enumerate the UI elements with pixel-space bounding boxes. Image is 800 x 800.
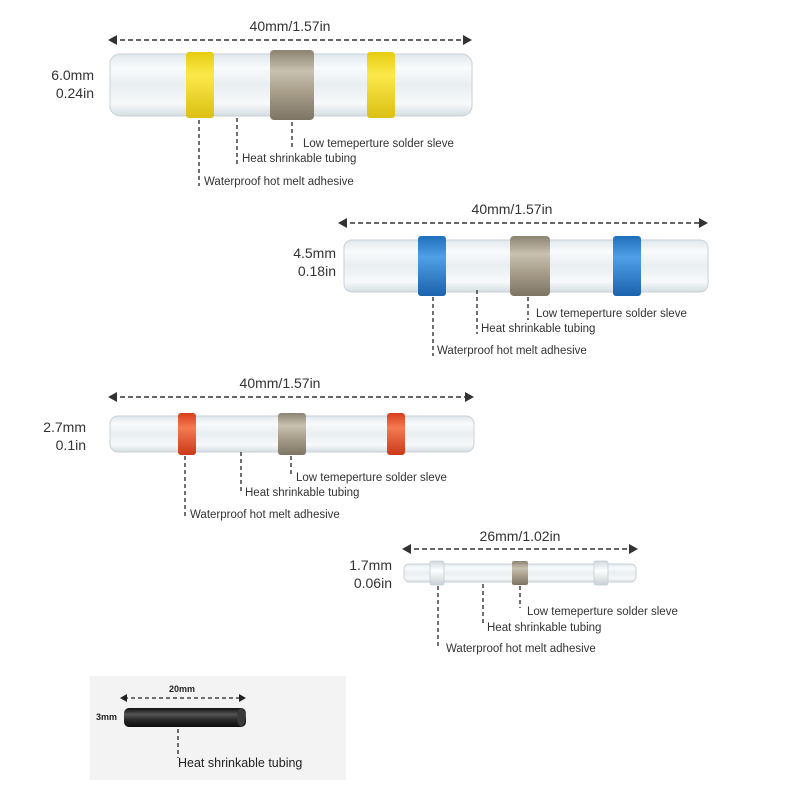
diameter-in-label: 0.18in xyxy=(298,263,336,279)
inset-background xyxy=(90,676,346,780)
adhesive-label: Waterproof hot melt adhesive xyxy=(190,509,340,521)
connector-4-5mm: 40mm/1.57in 4.5mm 0.18in Low temeperture… xyxy=(293,201,709,357)
adhesive-label: Waterproof hot melt adhesive xyxy=(437,345,587,357)
solder-sleeve xyxy=(270,50,314,120)
tube-length-label: 20mm xyxy=(169,684,195,694)
heat-tubing-label: Heat shrinkable tubing xyxy=(481,323,595,335)
red-adhesive-band-right xyxy=(387,413,405,455)
blue-adhesive-band-left xyxy=(418,236,446,296)
solder-sleeve xyxy=(510,236,550,296)
arrow-right-icon xyxy=(629,544,638,554)
heat-tubing-label: Heat shrinkable tubing xyxy=(487,622,601,634)
solder-sleeve-label: Low temeperture solder sleve xyxy=(527,606,678,618)
arrow-right-icon xyxy=(239,694,246,702)
arrow-left-icon xyxy=(338,218,347,228)
red-adhesive-band-left xyxy=(178,413,196,455)
diameter-mm-label: 4.5mm xyxy=(293,245,336,261)
adhesive-label: Waterproof hot melt adhesive xyxy=(446,643,596,655)
diameter-in-label: 0.06in xyxy=(354,575,392,591)
connector-1-7mm: 26mm/1.02in 1.7mm 0.06in Low temeperture… xyxy=(349,528,678,655)
diameter-mm-label: 6.0mm xyxy=(51,67,94,83)
arrow-left-icon xyxy=(120,694,127,702)
diameter-in-label: 0.24in xyxy=(56,85,94,101)
solder-sleeve-label: Low temeperture solder sleve xyxy=(536,308,687,320)
length-label: 40mm/1.57in xyxy=(250,18,331,34)
heat-tubing-label: Heat shrinkable tubing xyxy=(245,487,359,499)
connector-2-7mm: 40mm/1.57in 2.7mm 0.1in Low temeperture … xyxy=(43,375,475,521)
solder-sleeve-label: Low temeperture solder sleve xyxy=(303,138,454,150)
solder-sleeve xyxy=(278,413,306,455)
yellow-adhesive-band-left xyxy=(186,52,214,118)
arrow-left-icon xyxy=(108,35,117,45)
length-label: 26mm/1.02in xyxy=(480,528,561,544)
heat-tubing-label: Heat shrinkable tubing xyxy=(242,153,356,165)
arrow-right-icon xyxy=(465,392,474,402)
arrow-right-icon xyxy=(699,218,708,228)
heat-shrink-tube-inset: 20mm 3mm Heat shrinkable tubing xyxy=(90,676,346,780)
blue-adhesive-band-right xyxy=(613,236,641,296)
clear-adhesive-band-right xyxy=(593,560,609,586)
diameter-mm-label: 1.7mm xyxy=(349,557,392,573)
heat-tubing-label: Heat shrinkable tubing xyxy=(178,756,302,770)
length-label: 40mm/1.57in xyxy=(472,201,553,217)
black-heat-shrink-tube xyxy=(124,708,246,727)
solder-sleeve xyxy=(512,561,528,585)
diameter-mm-label: 2.7mm xyxy=(43,419,86,435)
connector-6mm: 40mm/1.57in 6.0mm 0.24in Low temeperture… xyxy=(51,18,473,188)
arrow-left-icon xyxy=(108,392,117,402)
arrow-right-icon xyxy=(463,35,472,45)
clear-adhesive-band-left xyxy=(429,560,445,586)
adhesive-label: Waterproof hot melt adhesive xyxy=(204,176,354,188)
tube-end-highlight xyxy=(237,708,245,727)
solder-sleeve-label: Low temeperture solder sleve xyxy=(296,472,447,484)
yellow-adhesive-band-right xyxy=(367,52,395,118)
length-label: 40mm/1.57in xyxy=(240,375,321,391)
arrow-left-icon xyxy=(402,544,411,554)
tube-diameter-label: 3mm xyxy=(96,712,117,722)
diameter-in-label: 0.1in xyxy=(56,437,86,453)
